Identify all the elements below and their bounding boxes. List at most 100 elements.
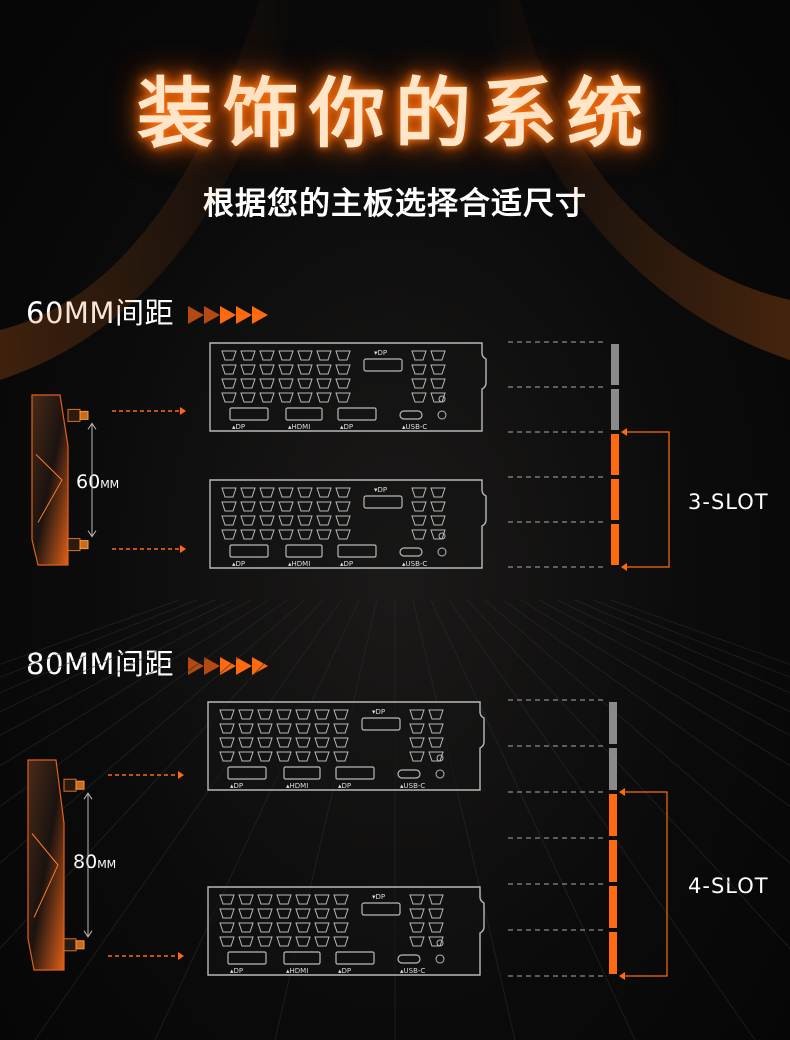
slot-indicator-used: [609, 794, 617, 836]
port-label: ▴DP: [232, 423, 245, 431]
floor-line: [520, 599, 790, 767]
port-label: ▴USB-C: [402, 560, 427, 568]
vent-hole: [411, 350, 427, 361]
vent-hole: [335, 529, 351, 540]
vent-hole: [335, 392, 351, 403]
vent-hole: [430, 487, 446, 498]
screw-hole: [438, 532, 446, 540]
vent-hole: [428, 894, 444, 905]
port-label: ▴USB-C: [402, 423, 427, 431]
vent-hole: [335, 501, 351, 512]
vent-hole: [240, 378, 256, 389]
floor-line: [502, 599, 790, 807]
vent-hole: [409, 709, 425, 720]
slot-indicator-used: [611, 434, 619, 475]
vent-hole: [297, 529, 313, 540]
vent-hole: [259, 364, 275, 375]
floor-line: [0, 599, 324, 950]
vent-hole: [257, 894, 273, 905]
usb-c-port: [397, 769, 421, 779]
dp-port: [227, 766, 267, 780]
floor-line: [0, 599, 198, 678]
vent-hole: [238, 922, 254, 933]
port-label-top-dp: ▾DP: [374, 486, 387, 494]
floor-line: [34, 599, 342, 1040]
vent-hole: [297, 392, 313, 403]
vent-hole: [278, 487, 294, 498]
hdmi-port: [283, 951, 321, 965]
vent-hole: [333, 709, 349, 720]
slot-span-arrow: [619, 788, 625, 796]
vent-hole: [333, 936, 349, 947]
vent-hole: [411, 529, 427, 540]
port-label: ▴HDMI: [286, 967, 308, 975]
measure-arrow-up: [87, 422, 97, 430]
port-label: ▴HDMI: [286, 782, 308, 790]
dp-port: [227, 951, 267, 965]
floor-line: [154, 599, 360, 1040]
gpu-io-bracket: ▾DP▴DP▴HDMI▴DP▴USB-C: [207, 701, 485, 791]
port-label: ▴DP: [230, 782, 243, 790]
dashed-arrow-head: [180, 545, 186, 553]
vent-hole: [238, 936, 254, 947]
vent-hole: [430, 515, 446, 526]
gpu-io-bracket: ▾DP▴DP▴HDMI▴DP▴USB-C: [209, 342, 487, 432]
vent-hole: [430, 378, 446, 389]
floor-line: [466, 599, 790, 950]
vent-hole: [257, 922, 273, 933]
floor-line: [0, 599, 270, 767]
measure-arrow-down: [87, 530, 97, 538]
vent-hole: [316, 487, 332, 498]
vent-hole: [335, 364, 351, 375]
vent-hole: [219, 936, 235, 947]
page-subtitle: 根据您的主板选择合适尺寸: [203, 186, 587, 222]
port-label-top-dp: ▾DP: [374, 349, 387, 357]
vent-hole: [219, 709, 235, 720]
vent-hole: [314, 894, 330, 905]
bracket-body: [31, 394, 69, 566]
vent-hole: [316, 350, 332, 361]
vent-hole: [257, 908, 273, 919]
slot-indicator-unused: [609, 748, 617, 790]
port-label: ▴DP: [230, 967, 243, 975]
vent-hole: [219, 922, 235, 933]
bg-glow-left: [0, 0, 300, 380]
connector-tip: [79, 540, 89, 550]
vent-hole: [316, 529, 332, 540]
floor-line: [412, 599, 516, 1040]
floor-line: [610, 599, 790, 665]
slot-indicator-unused: [609, 702, 617, 744]
usb-c-port: [397, 954, 421, 964]
vent-hole: [238, 709, 254, 720]
bracket-detail: [35, 454, 63, 523]
vent-hole: [259, 350, 275, 361]
floor-line: [0, 599, 180, 665]
vent-hole: [411, 487, 427, 498]
vent-hole: [219, 908, 235, 919]
vent-hole: [314, 723, 330, 734]
vertical-mount-bracket: [27, 759, 93, 971]
screw-hole: [435, 769, 445, 779]
measure-arrow-up: [83, 792, 93, 800]
vent-hole: [221, 350, 237, 361]
vent-hole: [297, 364, 313, 375]
vent-hole: [316, 392, 332, 403]
dp-port: [337, 544, 377, 558]
slot-indicator-used: [609, 886, 617, 928]
vent-hole: [276, 723, 292, 734]
distance-label-60: 60MM: [76, 471, 120, 493]
slot-indicator-unused: [611, 389, 619, 430]
floor-line: [0, 599, 216, 694]
port-label: ▴HDMI: [288, 560, 310, 568]
vent-hole: [240, 529, 256, 540]
vent-hole: [333, 737, 349, 748]
slot-indicator-unused: [611, 344, 619, 385]
vent-hole: [316, 501, 332, 512]
vent-hole: [238, 737, 254, 748]
dp-port: [229, 407, 269, 421]
port-label: ▴DP: [340, 423, 353, 431]
port-label: ▴DP: [340, 560, 353, 568]
slot-indicator-used: [609, 932, 617, 974]
vent-hole: [409, 936, 425, 947]
vent-hole: [430, 364, 446, 375]
